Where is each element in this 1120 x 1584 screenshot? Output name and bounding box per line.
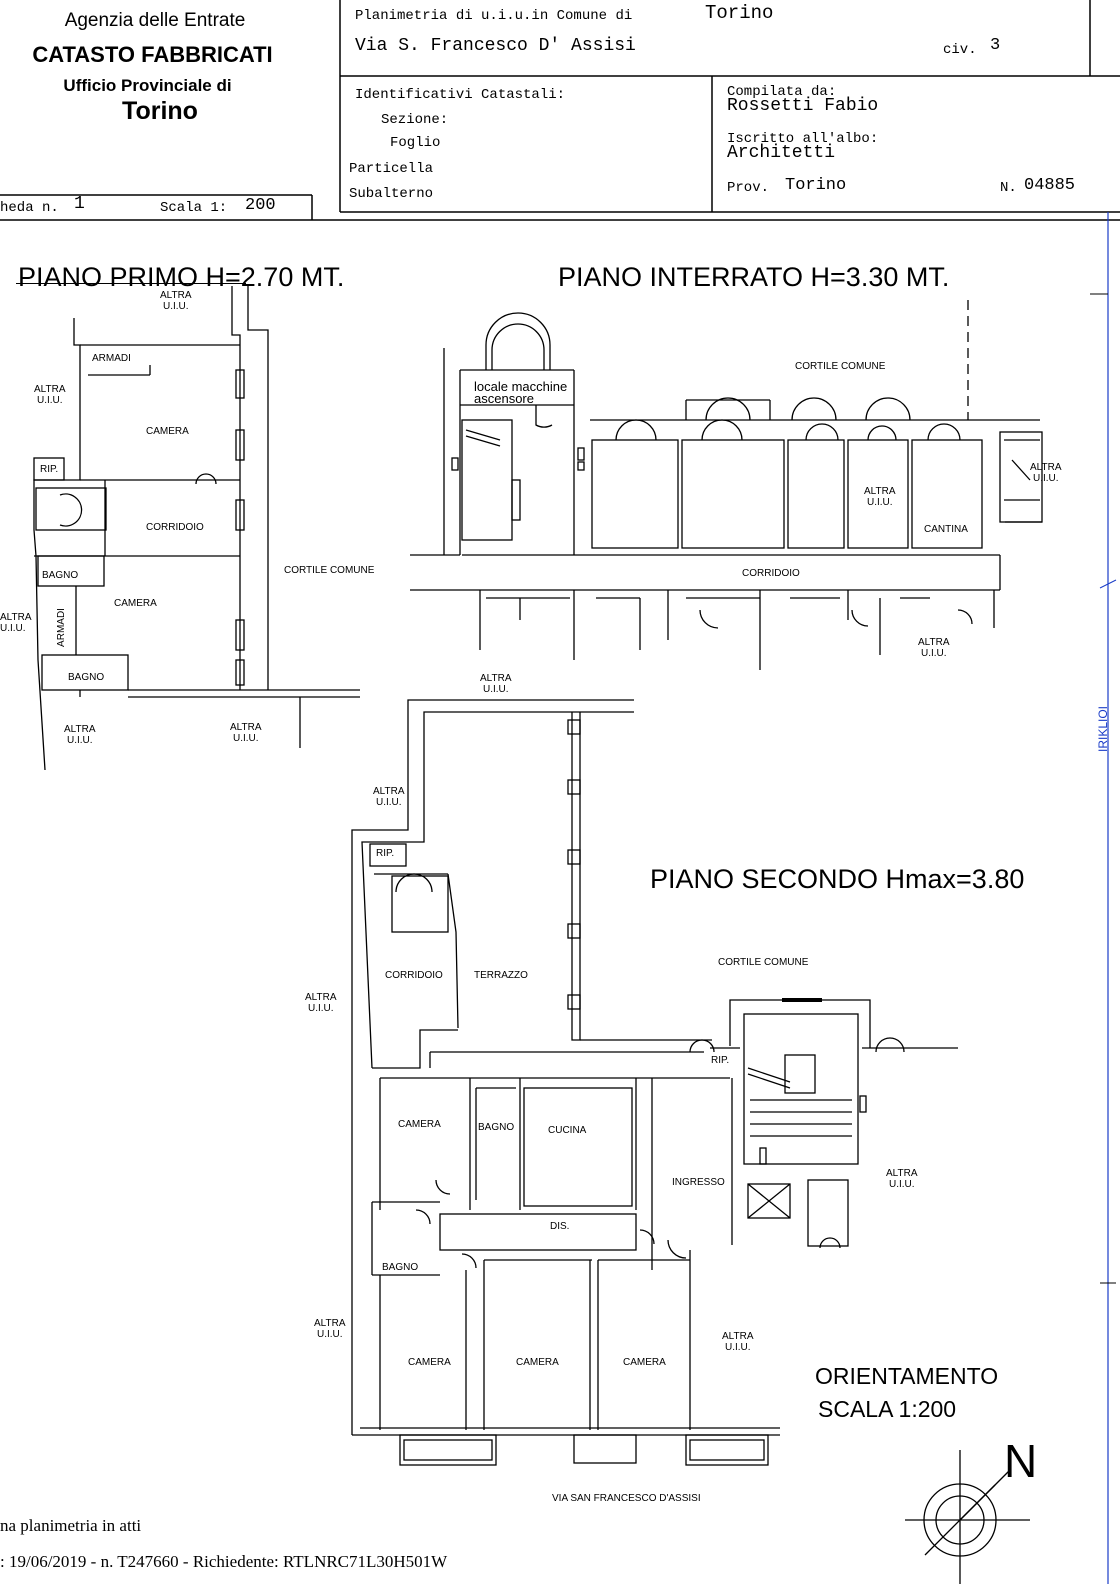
- n-value: 04885: [1024, 176, 1076, 195]
- side-text: IRIKLIOI: [1096, 706, 1110, 753]
- label-corridoio: CORRIDOIO: [146, 522, 204, 533]
- office-label: Ufficio Provinciale di: [63, 76, 232, 95]
- label-rip: RIP.: [376, 848, 395, 859]
- label-bagno: BAGNO: [382, 1262, 419, 1273]
- label-rip: RIP.: [711, 1055, 730, 1066]
- label-bagno: BAGNO: [478, 1122, 515, 1133]
- label-via: VIA SAN FRANCESCO D'ASSISI: [552, 1493, 701, 1504]
- label-camera: CAMERA: [516, 1357, 559, 1368]
- particella-label: Particella: [349, 161, 434, 177]
- label-camera: CAMERA: [146, 426, 189, 437]
- prov-value: Torino: [785, 176, 847, 195]
- scheda-number: 1: [74, 194, 85, 214]
- label-cortile-comune: CORTILE COMUNE: [718, 957, 809, 968]
- title-piano-interrato: PIANO INTERRATO H=3.30 MT.: [558, 262, 950, 292]
- piano-interrato-walls: [410, 312, 1043, 670]
- subalterno-label: Subalterno: [349, 186, 434, 202]
- label-camera: CAMERA: [623, 1357, 666, 1368]
- identificativi-title: Identificativi Catastali:: [355, 87, 566, 103]
- label-camera: CAMERA: [408, 1357, 451, 1368]
- office-city: Torino: [122, 97, 198, 125]
- scheda-label: heda n.: [0, 200, 59, 216]
- label-cantina: CANTINA: [924, 524, 968, 535]
- label-corridoio: CORRIDOIO: [742, 568, 800, 579]
- piano-secondo-walls: [351, 699, 958, 1466]
- label-cortile-comune: CORTILE COMUNE: [284, 565, 375, 576]
- north-label: N: [1004, 1435, 1038, 1487]
- label-armadi: ARMADI: [55, 608, 67, 647]
- compilata-label: Compilata da:: [727, 84, 837, 100]
- civ-value: 3: [990, 36, 1001, 55]
- label-terrazzo: TERRAZZO: [474, 970, 528, 981]
- n-label: N.: [1000, 180, 1017, 196]
- label-ingresso: INGRESSO: [672, 1177, 725, 1188]
- label-cucina: CUCINA: [548, 1125, 587, 1136]
- label-bagno: BAGNO: [68, 672, 105, 683]
- label-dis: DIS.: [550, 1221, 570, 1232]
- footer-line-1: na planimetria in atti: [0, 1516, 142, 1535]
- planimetria-label: Planimetria di u.i.u.in Comune di: [355, 8, 633, 24]
- agency-name: Agenzia delle Entrate: [64, 10, 246, 31]
- foglio-label: Foglio: [390, 135, 441, 151]
- street-address: Via S. Francesco D' Assisi: [355, 36, 636, 56]
- iscritto-label: Iscritto all'albo:: [727, 131, 879, 147]
- piano-primo-walls: [33, 286, 360, 771]
- scala-label: Scala 1:: [160, 200, 228, 216]
- strike-line: [16, 283, 246, 284]
- title-piano-secondo: PIANO SECONDO Hmax=3.80: [650, 864, 1025, 894]
- label-armadi: ARMADI: [92, 353, 131, 364]
- label-cortile-comune: CORTILE COMUNE: [795, 361, 886, 372]
- orientation-title: ORIENTAMENTO: [815, 1363, 999, 1389]
- label-camera: CAMERA: [398, 1119, 441, 1130]
- north-compass: [905, 1450, 1030, 1584]
- scala-value: 200: [245, 196, 276, 215]
- compilata-name: Rossetti Fabio: [727, 96, 879, 116]
- label-camera: CAMERA: [114, 598, 157, 609]
- label-rip: RIP.: [40, 464, 59, 475]
- iscritto-value: Architetti: [727, 143, 836, 163]
- prov-label: Prov.: [727, 180, 770, 196]
- orientation-scale: SCALA 1:200: [818, 1396, 957, 1422]
- label-bagno: BAGNO: [42, 570, 79, 581]
- label-corridoio: CORRIDOIO: [385, 970, 443, 981]
- plan-city: Torino: [705, 2, 774, 24]
- catasto-title: CATASTO FABBRICATI: [32, 42, 273, 67]
- sezione-label: Sezione:: [381, 112, 449, 128]
- civ-label: civ.: [943, 42, 977, 58]
- footer-line-2: : 19/06/2019 - n. T247660 - Richiedente:…: [0, 1552, 448, 1571]
- title-piano-primo: PIANO PRIMO H=2.70 MT.: [18, 262, 345, 292]
